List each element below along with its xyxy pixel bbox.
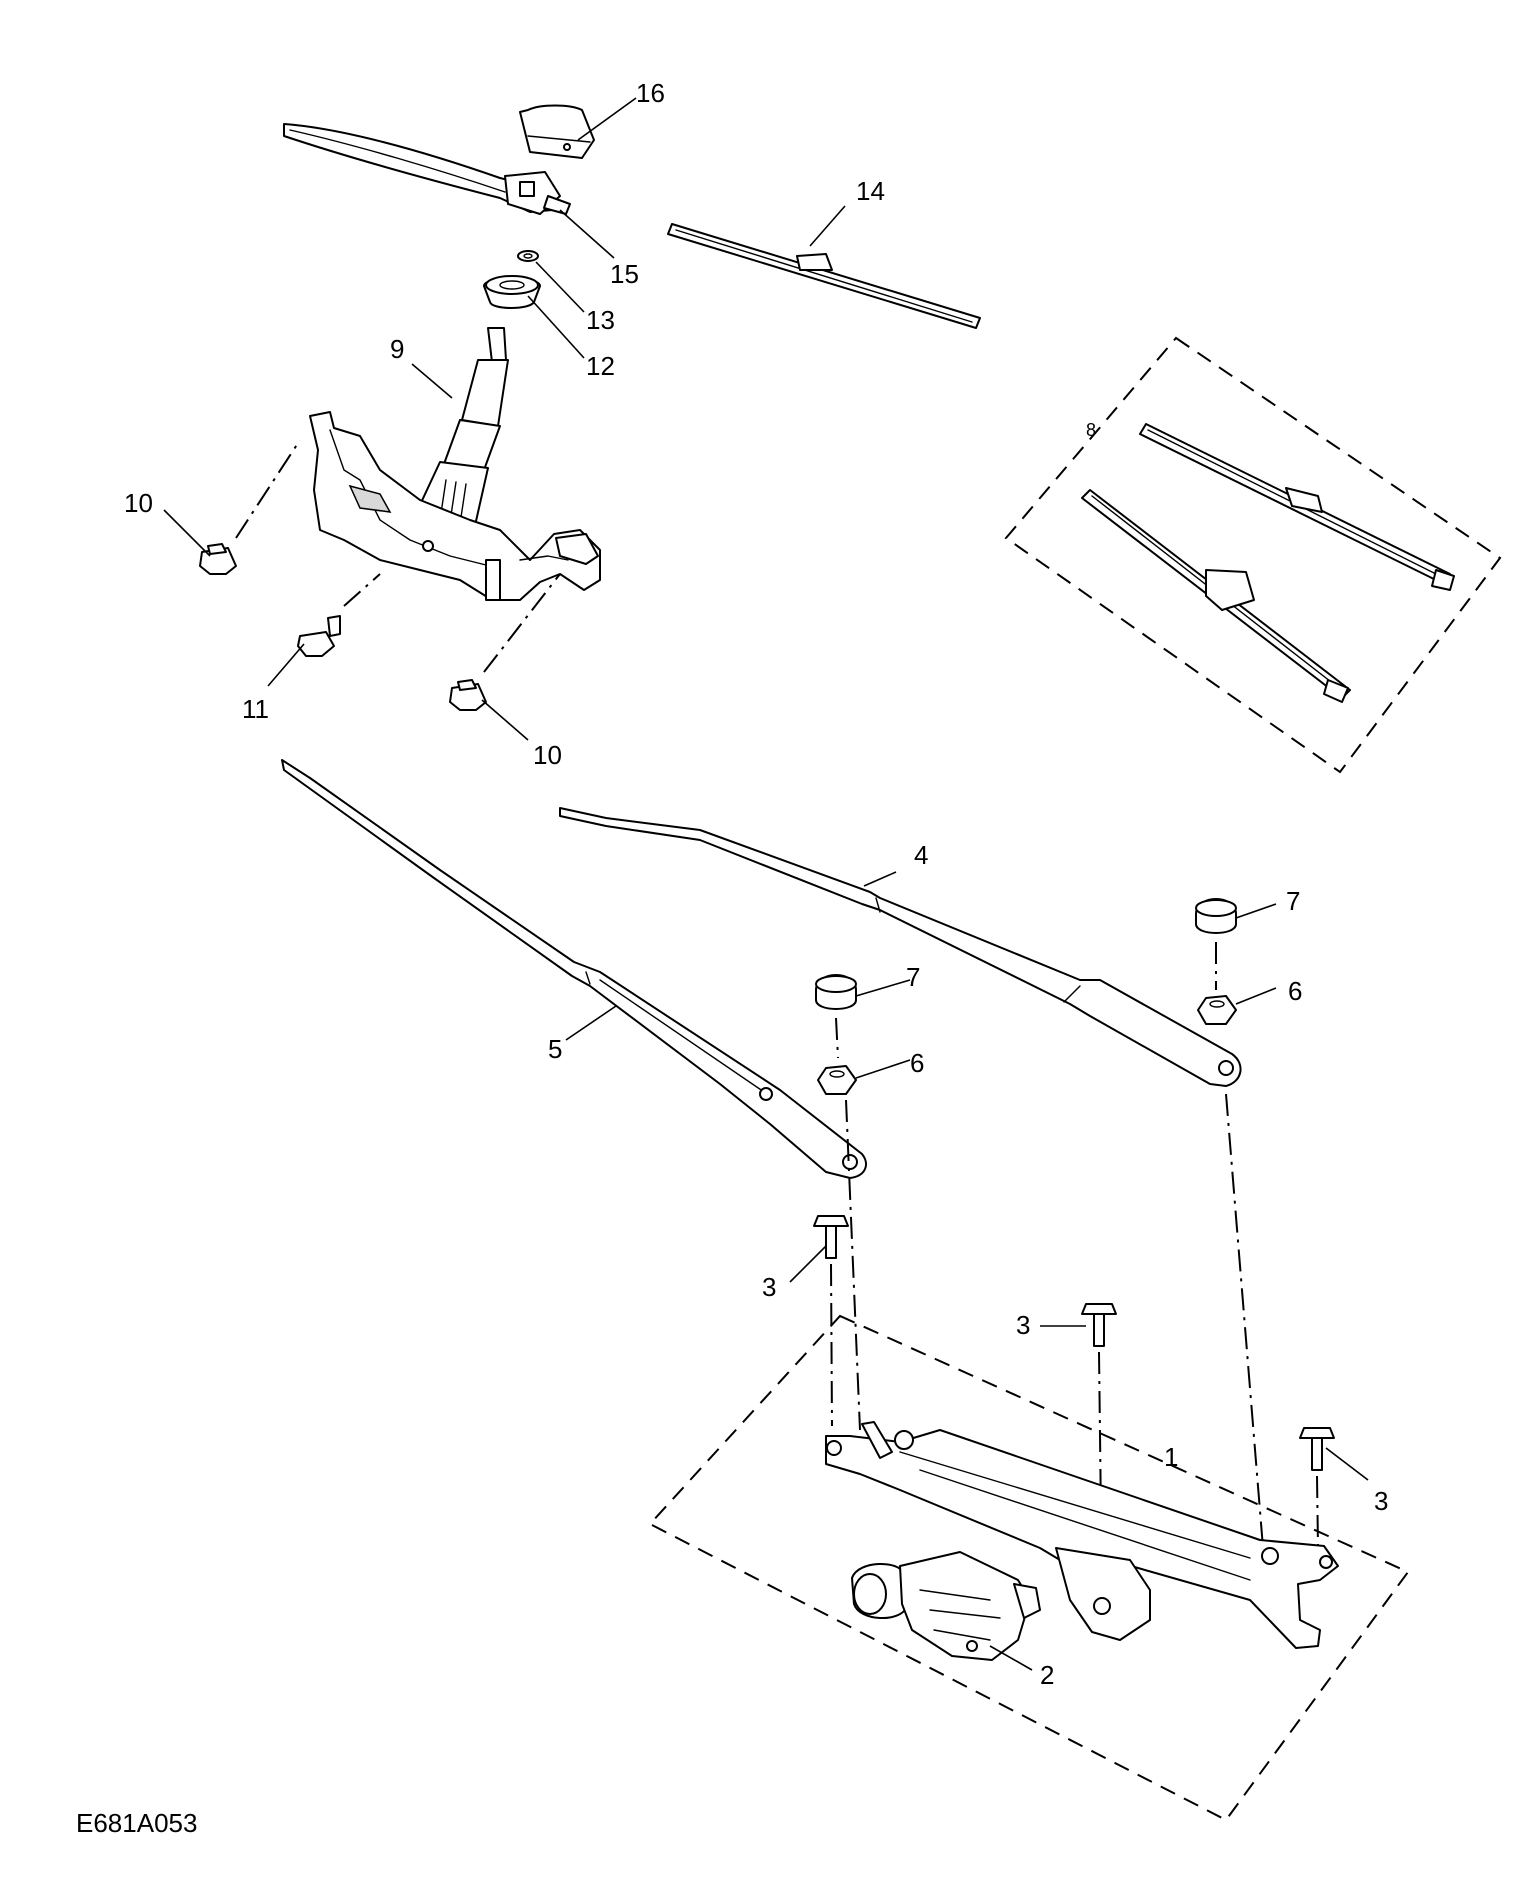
callout-3-left: 3 [762, 1272, 776, 1302]
callout-14: 14 [856, 176, 885, 206]
callout-3-right: 3 [1374, 1486, 1388, 1516]
grommet-right [449, 679, 487, 711]
wiper-linkage [825, 1421, 1339, 1649]
centerline-bolt-left [830, 1263, 833, 1427]
bracket-bolt [297, 615, 341, 657]
blade-set-upper [1139, 423, 1455, 591]
rear-wiper-motor [309, 327, 601, 601]
callout-5: 5 [548, 1034, 562, 1064]
nut-left [817, 1065, 857, 1095]
front-wiper-arm-right [559, 807, 1242, 1087]
callout-2: 2 [1040, 1660, 1054, 1690]
bolt-left [813, 1215, 849, 1259]
nut-right [1197, 995, 1237, 1025]
callout-9: 9 [390, 334, 404, 364]
centerline-arm-right [1225, 1093, 1265, 1561]
callout-11: 11 [242, 694, 269, 724]
callout-15: 15 [610, 259, 639, 289]
bolt-right [1299, 1427, 1335, 1471]
callout-3-middle: 3 [1016, 1310, 1030, 1340]
centerline-cap-left [835, 1017, 839, 1059]
callout-7-left: 7 [906, 962, 920, 992]
blade-set-box [1004, 336, 1502, 774]
centerline-rear-right [483, 573, 561, 673]
callout-10-upper: 10 [124, 488, 153, 518]
callout-12: 12 [586, 351, 615, 381]
bolt-middle [1081, 1303, 1117, 1347]
figure-code: E681A053 [76, 1808, 197, 1838]
leader-lines [163, 97, 1369, 1671]
cap-right [1195, 898, 1237, 934]
callout-10-lower: 10 [533, 740, 562, 770]
callout-1: 1 [1164, 1442, 1178, 1472]
spindle-seal [483, 275, 541, 309]
cap-left [815, 974, 857, 1010]
linkage-box [648, 1314, 1410, 1822]
callout-7-right: 7 [1286, 886, 1300, 916]
callout-6-left: 6 [910, 1048, 924, 1078]
rear-arm-cap [519, 104, 595, 159]
rear-wiper-blade [667, 223, 981, 329]
callout-13: 13 [586, 305, 615, 335]
grommet-left [199, 543, 237, 575]
callout-6-right: 6 [1288, 976, 1302, 1006]
centerline-bolt-right [1316, 1475, 1319, 1549]
callout-labels: 16 14 15 13 12 9 8 10 11 10 4 7 6 7 6 5 … [124, 78, 1388, 1690]
blade-set-lower [1081, 489, 1351, 703]
front-wiper-motor [851, 1551, 1041, 1661]
centerline-rear-bolt [343, 573, 381, 607]
spindle-nut [517, 250, 539, 262]
centerline-rear-left [235, 439, 301, 539]
callout-8: 8 [1086, 420, 1096, 440]
callout-4: 4 [914, 840, 928, 870]
centerline-arm-left [845, 1099, 861, 1431]
front-wiper-arm-left [281, 759, 867, 1179]
rear-wiper-arm [283, 123, 571, 215]
callout-16: 16 [636, 78, 665, 108]
